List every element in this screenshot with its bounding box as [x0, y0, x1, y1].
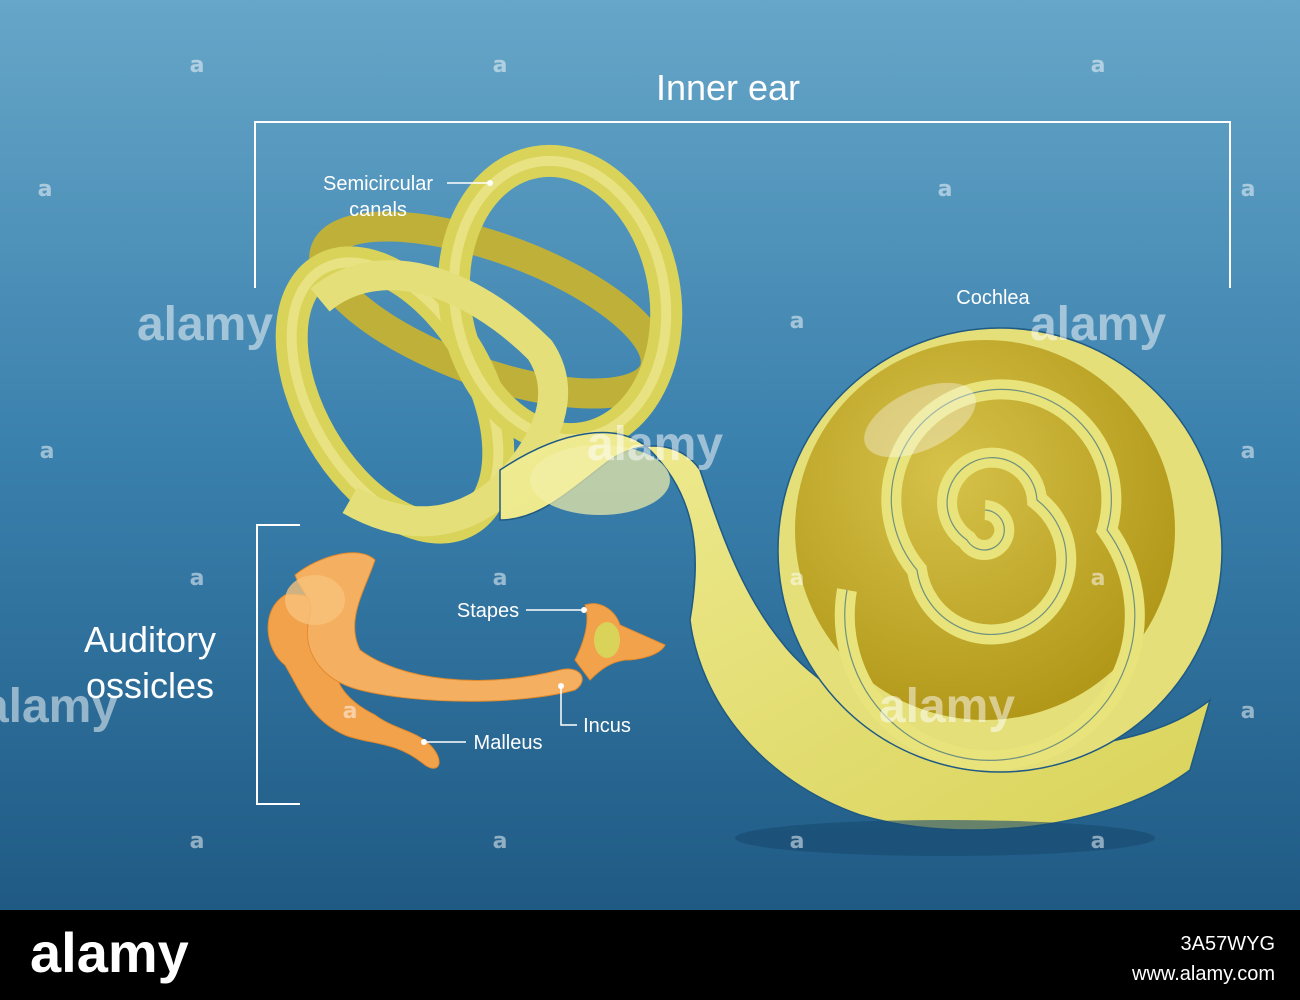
ossicles-bracket	[256, 524, 300, 805]
watermark-text: alamy	[0, 680, 118, 733]
footer-image-id: 3A57WYG	[1181, 933, 1275, 955]
semicircular-label-line1: Semicircular	[323, 173, 433, 195]
watermark-mark: a	[1091, 829, 1106, 854]
watermark-mark: a	[40, 439, 55, 464]
watermark-mark: a	[493, 566, 508, 591]
footer-brand-logo: alamy	[30, 921, 189, 984]
watermark-mark: a	[343, 699, 358, 724]
ossicles	[267, 552, 666, 769]
auditory-ossicles-label-line2: ossicles	[86, 665, 214, 706]
watermark-mark: a	[493, 829, 508, 854]
watermark-mark: a	[938, 177, 953, 202]
leader-lines	[421, 180, 587, 745]
auditory-ossicles-label-line1: Auditory	[84, 619, 216, 660]
watermark-mark: a	[790, 309, 805, 334]
watermark-mark: a	[790, 829, 805, 854]
watermark-text: alamy	[1030, 298, 1166, 351]
stapes	[574, 603, 666, 681]
watermark-mark: a	[38, 177, 53, 202]
incus	[294, 552, 583, 702]
inner-ear-bracket	[254, 121, 1231, 288]
watermark-text: alamy	[587, 418, 723, 471]
watermark-mark: a	[1091, 53, 1106, 78]
stapes-label: Stapes	[457, 600, 519, 622]
watermark-mark: a	[1241, 699, 1256, 724]
cochlea-shadow	[735, 820, 1155, 856]
watermark-mark: a	[1091, 566, 1106, 591]
incus-label: Incus	[583, 715, 631, 737]
semicircular-label-line2: canals	[349, 199, 407, 221]
watermark-mark: a	[190, 829, 205, 854]
watermark-mark: a	[1241, 439, 1256, 464]
semicircular-canals	[275, 144, 683, 544]
footer-bar	[0, 910, 1300, 1000]
watermarks: alamy alamy alamy alamy alamy a a a a a …	[0, 53, 1255, 854]
malleus-label: Malleus	[474, 732, 543, 754]
cochlea-label: Cochlea	[956, 287, 1030, 309]
watermark-mark: a	[190, 566, 205, 591]
cochlea	[777, 327, 1223, 773]
vestibule	[499, 431, 1212, 831]
watermark-text: alamy	[137, 298, 273, 351]
inner-ear-title: Inner ear	[656, 67, 800, 108]
footer-url: www.alamy.com	[1131, 963, 1275, 985]
watermark-text: alamy	[879, 680, 1015, 733]
watermark-mark: a	[493, 53, 508, 78]
watermark-mark: a	[790, 566, 805, 591]
watermark-mark: a	[190, 53, 205, 78]
watermark-mark: a	[1241, 177, 1256, 202]
